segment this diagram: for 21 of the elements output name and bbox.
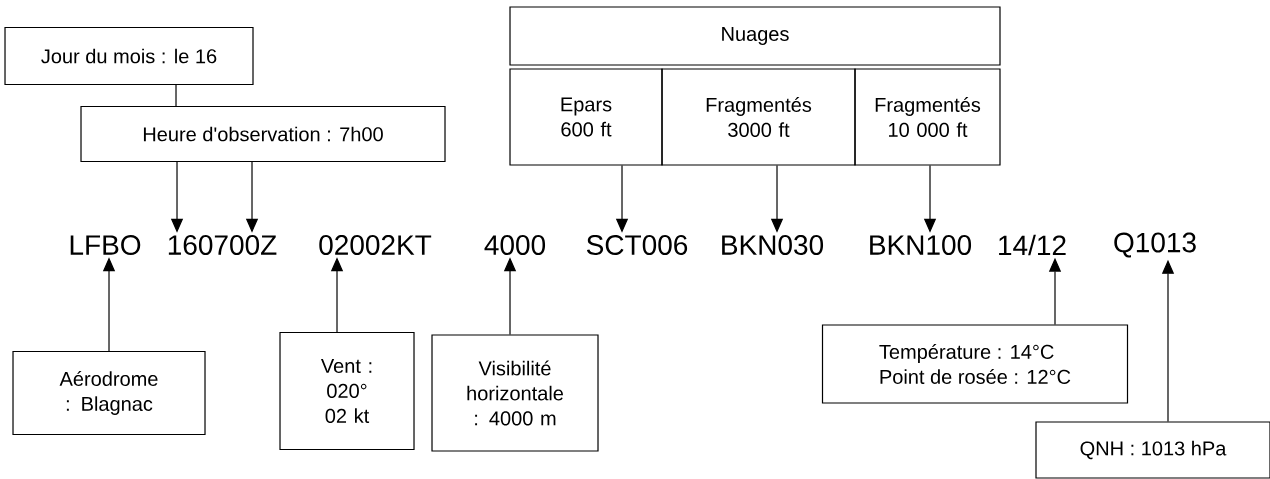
label-box: Vent : 020° 02 kt <box>279 331 415 451</box>
metar-code: BKN100 <box>870 235 972 255</box>
metar-code: 4000 <box>484 235 546 255</box>
metar-code: LFBO <box>70 235 141 255</box>
metar-code: 02002KT <box>319 235 432 255</box>
label-box: Fragmentés 10 000 ft <box>854 68 1001 166</box>
metar-code: 14/12 <box>999 234 1066 256</box>
metar-code: BKN030 <box>722 235 824 255</box>
metar-code: SCT006 <box>586 235 688 255</box>
label-box: Jour du mois : le 16 <box>4 26 254 86</box>
label-box: Epars 600 ft <box>509 68 663 166</box>
metar-code: 160700Z <box>168 235 277 255</box>
label-box: Aérodrome : Blagnac <box>12 350 206 436</box>
label-box: Nuages <box>509 6 1001 66</box>
connector-line <box>175 84 177 107</box>
metar-code: Q1013 <box>1114 232 1196 258</box>
label-box: Fragmentés 3000 ft <box>661 68 856 166</box>
label-box: Heure d'observation : 7h00 <box>80 105 446 163</box>
label-box: Visibilité horizontale : 4000 m <box>431 334 599 452</box>
label-box: Température : 14°C Point de rosée : 12°C <box>821 324 1129 404</box>
label-box: QNH : 1013 hPa <box>1035 421 1270 479</box>
